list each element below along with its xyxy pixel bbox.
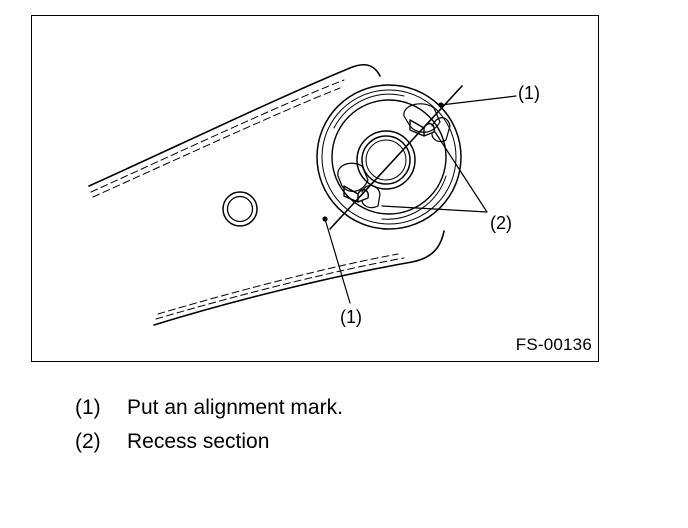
legend-item-1: (1) Put an alignment mark. [75,397,343,418]
legend-item-2: (2) Recess section [75,431,269,452]
bushing [316,84,463,230]
legend-text: Recess section [127,430,270,453]
legend-text: Put an alignment mark. [127,396,343,419]
arm-upper-edge [88,63,381,198]
legend-number: (2) [75,430,101,453]
figure-id-label: FS-00136 [515,335,592,354]
legend-number: (1) [75,396,101,419]
arm-lower-edge [153,230,445,326]
leader-lines [324,95,517,304]
callout-2: (2) [490,213,512,233]
figure-frame: (1) (2) (1) FS-00136 [31,15,599,362]
callout-1-top: (1) [518,83,540,103]
bushing-diagram [88,63,517,326]
arm-hole [222,191,258,227]
callout-1-bottom: (1) [340,307,362,327]
